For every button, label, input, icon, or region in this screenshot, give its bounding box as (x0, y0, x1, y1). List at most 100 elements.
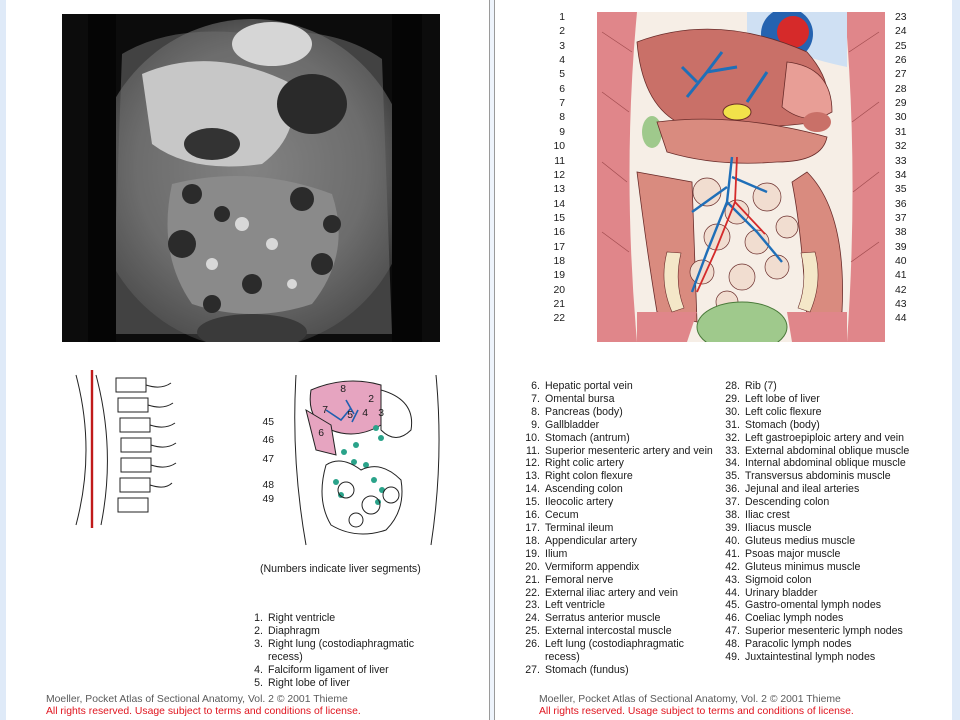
callout-number: 24 (895, 26, 907, 38)
callout-number: 28 (895, 83, 907, 95)
callout-number: 31 (895, 126, 907, 138)
legend-item: 35.Transversus abdominis muscle (725, 470, 891, 483)
callout-number: 29 (895, 98, 907, 110)
legend-item: 23.Left ventricle (525, 599, 606, 612)
legend-item: 22.External iliac artery and vein (525, 586, 679, 599)
legend-item: 21.Femoral nerve (525, 573, 614, 586)
legend-item: 19.Ilium (525, 547, 568, 560)
legend-item: 20.Vermiform appendix (525, 560, 640, 573)
legend-item: 47.Superior mesenteric lymph nodes (725, 625, 903, 638)
diagram-label-46: 46 (262, 435, 274, 446)
legend-item: 10.Stomach (antrum) (525, 431, 630, 444)
callout-number: 12 (553, 169, 565, 181)
callout-number: 33 (895, 155, 907, 167)
diagram-label-48: 48 (262, 480, 274, 491)
callout-number: 6 (559, 83, 565, 95)
legend-item: 2.Diaphragm (254, 624, 320, 637)
legend-item: 12.Right colic artery (525, 457, 624, 470)
legend-item: 17.Terminal ileum (525, 521, 614, 534)
legend-item: 24.Serratus anterior muscle (525, 612, 661, 625)
legend-item: 27.Stomach (fundus) (525, 663, 629, 676)
legend-item: 32.Left gastroepiploic artery and vein (725, 431, 904, 444)
legend-item: 31.Stomach (body) (725, 418, 820, 431)
callout-number: 38 (895, 227, 907, 239)
callout-number: 32 (895, 141, 907, 153)
callout-number: 17 (553, 241, 565, 253)
callout-number: 25 (895, 40, 907, 52)
segment-number: 6 (318, 428, 324, 439)
callout-number: 27 (895, 69, 907, 81)
anatomical-illustration (597, 12, 885, 342)
callout-number: 36 (895, 198, 907, 210)
callout-number: 14 (553, 198, 565, 210)
segment-number: 7 (322, 405, 328, 416)
segment-number: 4 (362, 408, 368, 419)
callout-number: 26 (895, 55, 907, 67)
legend-item: 8.Pancreas (body) (531, 405, 623, 418)
legend-item: 5.Right lobe of liver (254, 676, 350, 689)
legend-item: 49.Juxtaintestinal lymph nodes (725, 651, 876, 664)
legend-item: 3.Right lung (costodiaphragmatic recess) (254, 637, 415, 663)
segment-number: 2 (368, 394, 374, 405)
callout-number: 9 (559, 126, 565, 138)
license-line: All rights reserved. Usage subject to te… (539, 706, 854, 717)
legend-item: 14.Ascending colon (525, 483, 623, 496)
legend-item: 44.Urinary bladder (725, 586, 818, 599)
legend-item: 41.Psoas major muscle (725, 547, 841, 560)
callout-number: 21 (553, 299, 565, 310)
callout-number: 7 (559, 98, 565, 110)
callout-number: 20 (553, 284, 565, 296)
callout-number: 39 (895, 241, 907, 253)
legend-item: 16.Cecum (525, 509, 579, 522)
spine-locator-diagram (66, 370, 186, 530)
legend-item: 42.Gluteus minimus muscle (725, 560, 861, 573)
copyright-line: Moeller, Pocket Atlas of Sectional Anato… (539, 694, 841, 705)
callout-number: 3 (559, 40, 565, 52)
legend-list-left: 1.Right ventricle 2.Diaphragm 3.Right lu… (246, 612, 451, 689)
callout-number: 30 (895, 112, 907, 124)
callout-number: 42 (895, 284, 907, 296)
legend-item: 38.Iliac crest (725, 509, 790, 522)
callout-number: 43 (895, 299, 907, 310)
figure-caption: (Numbers indicate liver segments) (260, 563, 421, 575)
legend-item: 6.Hepatic portal vein (531, 380, 633, 392)
legend-item: 30.Left colic flexure (725, 405, 822, 418)
diagram-label-47: 47 (262, 454, 274, 465)
diagram-label-49: 49 (262, 494, 274, 505)
segment-number: 8 (340, 384, 346, 395)
segment-number: 3 (378, 408, 384, 419)
legend-item: 9.Gallbladder (531, 418, 600, 431)
callout-number: 40 (895, 255, 907, 267)
segment-number: 5 (347, 410, 353, 421)
legend-item: 45.Gastro-omental lymph nodes (725, 599, 882, 612)
legend-item: 7.Omental bursa (531, 392, 615, 405)
liver-segment-diagram (286, 370, 446, 550)
callout-number: 5 (559, 69, 565, 81)
callout-number: 10 (553, 141, 565, 153)
legend-item: 1.Right ventricle (254, 612, 336, 624)
legend-item: 37.Descending colon (725, 496, 830, 509)
callout-number: 15 (553, 212, 565, 224)
legend-item: 4.Falciform ligament of liver (254, 663, 389, 676)
legend-item: 33.External abdominal oblique muscle (725, 444, 910, 457)
left-page: 8 2 7 5 4 3 6 45 46 47 48 49 (Numbers in… (6, 0, 490, 720)
legend-item: 26.Left lung (costodiaphragmatic recess) (525, 638, 684, 664)
callout-number: 35 (895, 184, 907, 196)
legend-item: 48.Paracolic lymph nodes (725, 638, 852, 651)
legend-item: 40.Gluteus medius muscle (725, 534, 856, 547)
callout-number: 18 (553, 255, 565, 267)
legend-item: 25.External intercostal muscle (525, 625, 672, 638)
callout-number: 19 (553, 270, 565, 282)
legend-item: 34.Internal abdominal oblique muscle (725, 457, 906, 470)
callout-number: 2 (559, 26, 565, 38)
legend-item: 29.Left lobe of liver (725, 392, 820, 405)
legend-item: 11.Superior mesenteric artery and vein (526, 444, 713, 457)
license-line: All rights reserved. Usage subject to te… (46, 706, 361, 717)
callout-number: 16 (553, 227, 565, 239)
legend-item: 46.Coeliac lymph nodes (725, 612, 844, 625)
callout-number: 1 (559, 12, 565, 23)
